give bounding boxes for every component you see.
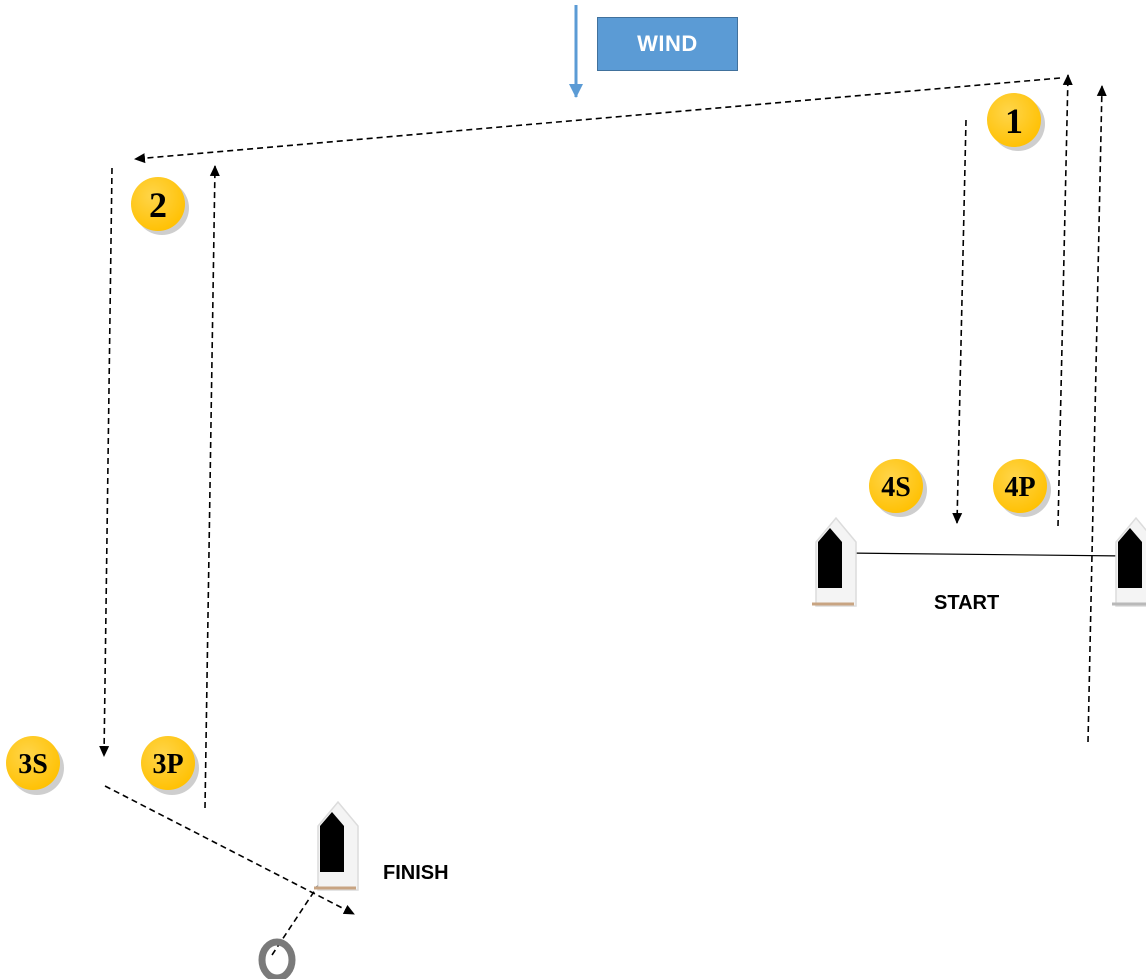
mark-3p-label: 3P (152, 749, 183, 780)
leg-1-to-2 (134, 77, 1061, 164)
leg-start-to-1 (1087, 85, 1107, 743)
mark-1: 1 (987, 93, 1045, 151)
leg-2-to-3s (99, 167, 113, 757)
mark-1-label: 1 (1005, 101, 1023, 141)
finish-label: FINISH (383, 862, 449, 884)
leg-3s-to-finish (104, 785, 355, 915)
leg-4p-to-1 (1057, 74, 1073, 527)
leg-3p-to-2 (204, 165, 220, 809)
mark-4s-label: 4S (881, 472, 911, 503)
mark-4p-label: 4P (1004, 472, 1035, 503)
mark-3s: 3S (6, 736, 64, 795)
wind-label: WIND (637, 31, 698, 56)
start-label: START (934, 592, 1000, 614)
wind-label-box: WIND (597, 17, 738, 71)
mark-2: 2 (131, 177, 189, 235)
finish-boat-icon (314, 800, 359, 891)
start-line (844, 552, 1127, 557)
mark-2-label: 2 (149, 185, 167, 225)
start-left-boat-icon (812, 516, 857, 607)
mark-4s: 4S (869, 459, 927, 517)
mark-3p: 3P (141, 736, 199, 795)
leg-1-to-4s (952, 119, 967, 524)
ring-buoy-icon (258, 938, 296, 979)
mark-4p: 4P (993, 459, 1051, 517)
mark-3s-label: 3S (18, 749, 48, 780)
start-right-boat-icon (1112, 516, 1146, 607)
